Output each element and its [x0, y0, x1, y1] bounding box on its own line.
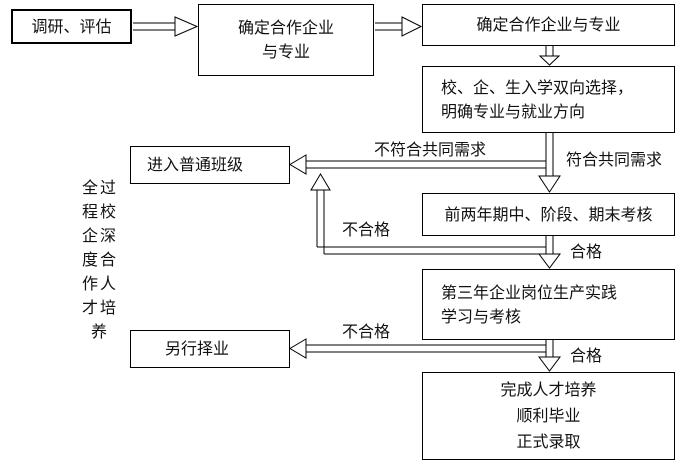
node-determine-left-line-2: 与专业 — [261, 42, 310, 61]
node-exams-text: 前两年期中、阶段、期末考核 — [444, 204, 653, 224]
node-practice-line-1: 第三年企业岗位生产实践 — [441, 282, 618, 302]
node-ordinary-class-text: 进入普通班级 — [147, 155, 244, 174]
node-research-text: 调研、评估 — [31, 16, 112, 36]
arrow-exams-to-practice — [538, 236, 561, 269]
node-exams: 前两年期中、阶段、期末考核 — [422, 193, 675, 236]
node-other-job: 另行择业 — [130, 330, 290, 368]
node-select: 校、企、生入学双向选择， 明确专业与就业方向 — [422, 66, 675, 133]
node-select-line-2: 明确专业与就业方向 — [441, 101, 586, 121]
label-not-meet: 不符合共同需求 — [374, 140, 487, 159]
node-determine-right-text: 确定合作企业与专业 — [476, 15, 621, 34]
node-determine-left-line-1: 确定合作企业 — [237, 18, 334, 37]
node-practice-line-2: 学习与考核 — [441, 306, 522, 326]
arrow-fail-to-other-job — [289, 338, 546, 359]
node-graduate-line-3: 正式录取 — [516, 432, 581, 451]
node-graduate-line-2: 顺利毕业 — [516, 406, 581, 425]
node-graduate: 完成人才培养 顺利毕业 正式录取 — [422, 372, 675, 460]
node-graduate-line-1: 完成人才培养 — [500, 380, 597, 399]
side-title: 全过程校企深度合作人才培养 — [81, 178, 118, 341]
arrow-research-to-determine — [133, 16, 199, 37]
label-fail-1: 不合格 — [342, 220, 391, 239]
node-other-job-text: 另行择业 — [165, 339, 230, 358]
node-select-line-1: 校、企、生入学双向选择， — [441, 77, 634, 97]
label-pass-2: 合格 — [570, 346, 603, 365]
label-meet: 符合共同需求 — [566, 150, 663, 169]
arrow-select-to-exams — [538, 133, 561, 193]
label-fail-2: 不合格 — [342, 322, 391, 341]
node-research: 调研、评估 — [11, 9, 132, 44]
node-determine-left: 确定合作企业 与专业 — [198, 4, 374, 76]
node-ordinary-class: 进入普通班级 — [130, 146, 290, 184]
label-pass-1: 合格 — [570, 242, 603, 261]
arrow-determine-to-determine — [375, 16, 423, 37]
node-determine-right: 确定合作企业与专业 — [422, 4, 675, 46]
arrow-determine-to-select — [538, 46, 561, 66]
arrow-practice-to-graduate — [538, 340, 561, 372]
node-practice: 第三年企业岗位生产实践 学习与考核 — [422, 269, 675, 340]
